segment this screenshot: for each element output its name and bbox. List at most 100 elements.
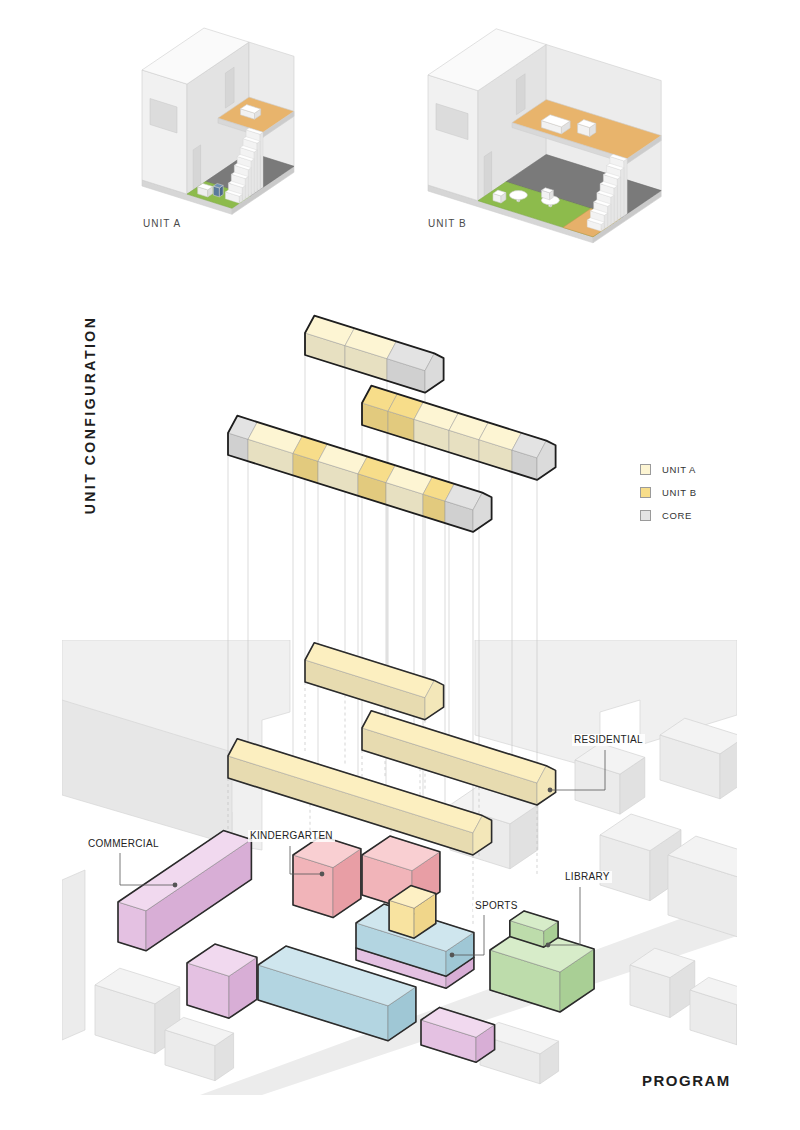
program-blocks [118, 831, 594, 1063]
program-label: LIBRARY [563, 871, 612, 883]
unit-renders [142, 28, 661, 243]
stair [610, 154, 627, 161]
program-label: SPORTS [473, 900, 520, 912]
projection-line [537, 805, 538, 875]
projection-line [345, 695, 346, 765]
context-building [668, 836, 737, 877]
projection-lines [228, 355, 537, 925]
leader-line [550, 750, 605, 790]
furniture [198, 183, 213, 190]
legend-item: CORE [640, 504, 697, 527]
stair [246, 128, 263, 134]
legend-swatch [640, 510, 651, 521]
unit-bar [305, 316, 444, 393]
street [200, 898, 737, 1095]
stair [604, 213, 607, 229]
stair [617, 177, 620, 221]
leader-line [290, 846, 322, 874]
context-building [62, 870, 85, 1040]
projection-line [423, 516, 424, 817]
commercial-block [421, 1007, 495, 1062]
projection-line [512, 472, 513, 775]
leader-dot [450, 953, 455, 958]
table [509, 191, 527, 200]
stair [251, 159, 254, 195]
residential-bars [228, 643, 556, 855]
unit-configuration-bars [228, 316, 556, 532]
door [484, 152, 491, 197]
site-context [62, 640, 737, 1095]
leader-lines [120, 750, 605, 957]
stair [608, 204, 611, 227]
unit-bar [228, 416, 492, 532]
context-building [62, 700, 232, 845]
stair [240, 146, 257, 152]
context-building [660, 718, 737, 754]
leader-dot [548, 788, 553, 793]
residential-bar [305, 643, 434, 698]
stair [228, 181, 245, 187]
mezzanine [512, 100, 661, 159]
projection-line [445, 523, 446, 824]
context-building [600, 814, 681, 851]
projection-line [318, 483, 319, 784]
leader-dot [173, 883, 178, 888]
window [150, 99, 177, 134]
stair [611, 195, 614, 225]
legend-label: CORE [662, 510, 692, 521]
projection-line [345, 368, 346, 673]
unit-rooms [428, 29, 546, 91]
furniture [578, 120, 596, 128]
furniture [542, 188, 554, 193]
projection-line [386, 505, 387, 806]
legend-swatch [640, 464, 651, 475]
projection-line [228, 455, 229, 756]
unit-caption: UNIT A [143, 218, 181, 230]
residential-core [389, 886, 436, 939]
projection-line [305, 682, 306, 752]
stair [237, 155, 254, 161]
section-title: PROGRAM [640, 1072, 733, 1090]
commercial-block [187, 944, 257, 976]
program-label: KINDERGARTEN [248, 830, 335, 842]
door [193, 145, 200, 190]
stair [248, 168, 251, 198]
leader-line [452, 915, 484, 955]
stair [225, 190, 242, 196]
commercial-block [187, 944, 257, 1018]
legend-item: UNIT B [640, 481, 697, 504]
projection-line [293, 475, 294, 776]
furniture [241, 105, 261, 114]
leader-dot [320, 872, 325, 877]
leader-line [548, 887, 580, 945]
unit-rooms [142, 70, 187, 194]
residential-bar [362, 711, 546, 783]
mezzanine [218, 97, 294, 132]
section-title: UNIT CONFIGURATION [82, 316, 99, 515]
projection-line [305, 355, 306, 660]
legend-label: UNIT B [662, 487, 697, 498]
context-building [95, 968, 180, 1004]
context-building [165, 1017, 234, 1045]
stair [624, 159, 627, 216]
sports-block [258, 946, 416, 1006]
kindergarten-block [293, 836, 361, 918]
leader-dot [546, 943, 551, 948]
sports-block [258, 946, 416, 1041]
context-building [630, 948, 695, 977]
stair [231, 172, 248, 178]
stair [590, 209, 607, 216]
door [516, 74, 525, 115]
furniture [541, 115, 570, 127]
legend-label: UNIT A [662, 464, 696, 475]
stair [587, 218, 604, 225]
projection-line [358, 496, 359, 797]
stair [257, 141, 260, 191]
projection-line [248, 461, 249, 762]
stair [594, 200, 611, 207]
stair [600, 182, 617, 189]
program-label: COMMERCIAL [86, 838, 161, 850]
